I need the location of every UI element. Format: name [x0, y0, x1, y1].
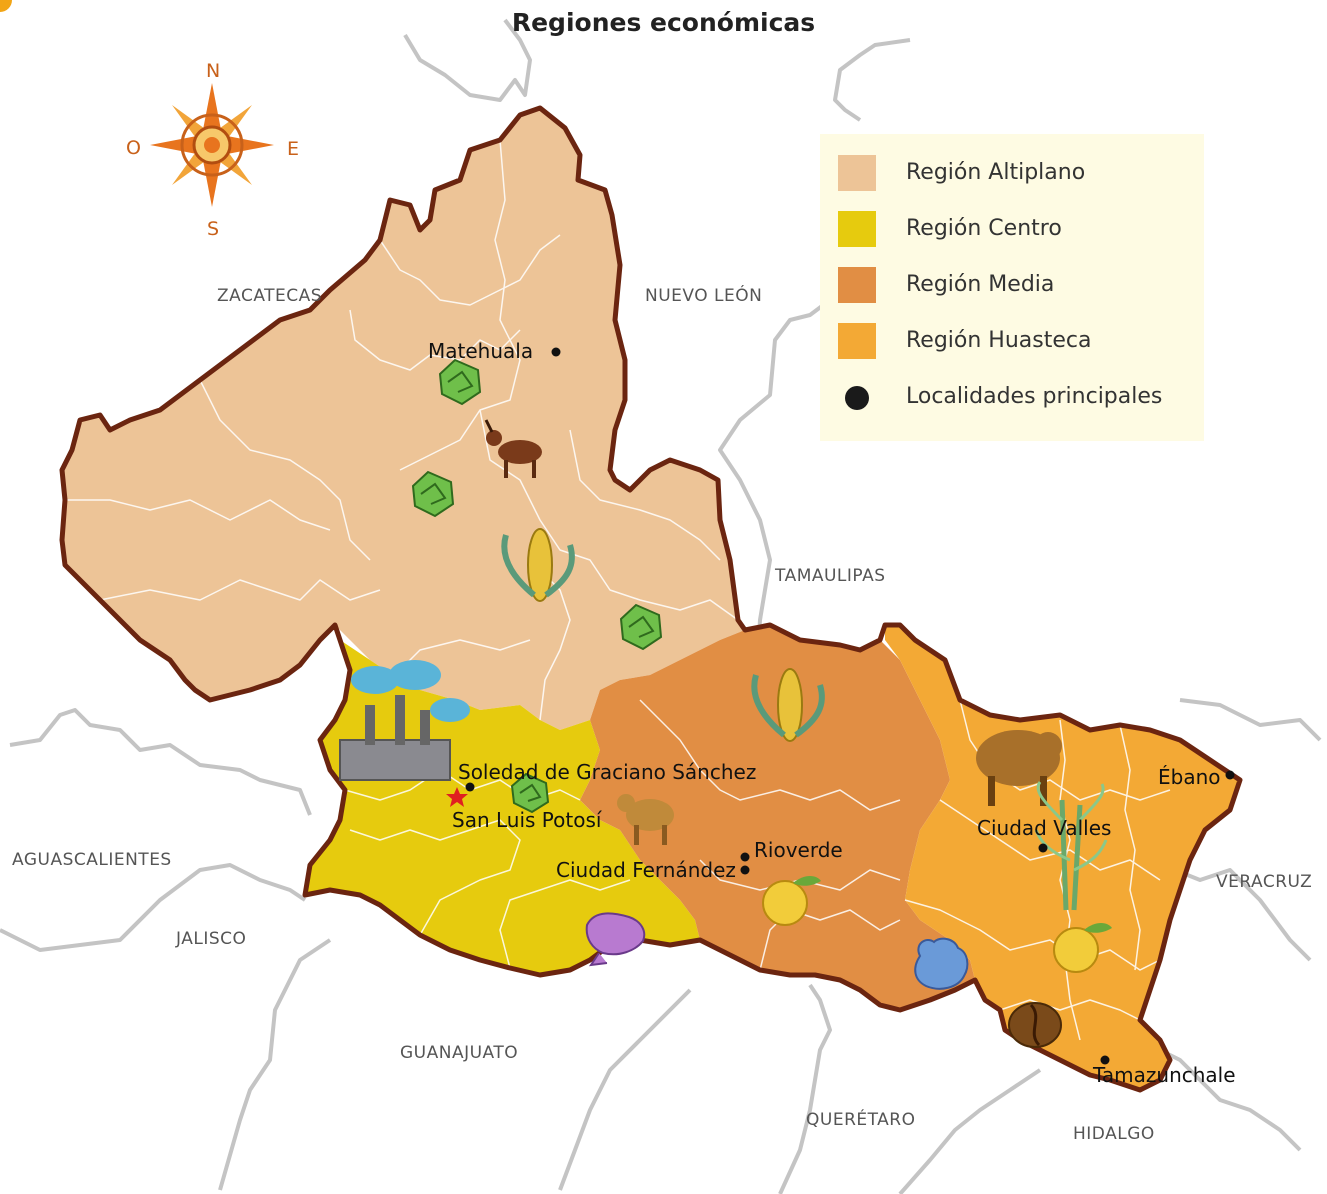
neighbor-state-borders: [0, 18, 1322, 1194]
legend-dot-icon: [845, 386, 869, 410]
mining-icon: [510, 772, 550, 814]
compass-west-label: O: [126, 137, 141, 159]
map-title: Regiones económicas: [511, 8, 816, 37]
legend-item-centro: Región Centro: [838, 209, 1198, 249]
mining-icon: [619, 603, 663, 651]
compass-east-label: E: [287, 138, 300, 160]
state-label-veracruz: VERACRUZ: [1216, 872, 1313, 892]
city-label-soledad: Soledad de Graciano Sánchez: [458, 760, 757, 784]
legend-item-altiplano: Región Altiplano: [838, 153, 1198, 193]
ciudad-valles-dot: [1038, 843, 1048, 853]
cattle-icon: [617, 794, 674, 845]
state-label-tamaulipas: TAMAULIPAS: [775, 566, 886, 586]
compass-north-label: N: [206, 60, 221, 82]
legend-swatch-media: [838, 267, 876, 303]
sugarcane-icon: [1034, 781, 1108, 911]
city-label-ciudad-valles: Ciudad Valles: [977, 816, 1112, 840]
handicraft-icon: [585, 912, 646, 967]
state-label-aguascalientes: AGUASCALIENTES: [12, 850, 172, 870]
legend-label: Región Huasteca: [906, 328, 1092, 353]
fruit-icon: [1053, 923, 1112, 973]
legend-swatch-huasteca: [838, 323, 876, 359]
soledad-dot: [465, 782, 475, 792]
state-label-guanajuato: GUANAJUATO: [400, 1043, 519, 1063]
matehuala-dot: [551, 347, 561, 357]
factory-icon: [339, 660, 470, 781]
mining-icon: [438, 358, 482, 406]
cattle-icon: [976, 730, 1062, 806]
map-legend: Región Altiplano Región Centro Región Me…: [820, 134, 1204, 441]
coffee-icon: [1008, 1002, 1062, 1048]
legend-label: Localidades principales: [906, 384, 1163, 409]
rioverde-dot: [740, 852, 750, 862]
legend-swatch-altiplano: [838, 155, 876, 191]
state-label-queretaro: QUERÉTARO: [806, 1110, 916, 1130]
city-label-tamazunchale: Tamazunchale: [1093, 1063, 1236, 1087]
region-media: [580, 625, 975, 1010]
legend-label: Región Centro: [906, 216, 1062, 241]
mining-icon: [411, 470, 455, 518]
legend-swatch-centro: [838, 211, 876, 247]
city-label-matehuala: Matehuala: [428, 339, 534, 363]
state-label-hidalgo: HIDALGO: [1073, 1124, 1155, 1144]
corn-icon: [501, 528, 575, 602]
compass-rose-icon: [150, 83, 274, 207]
legend-label: Región Media: [906, 272, 1055, 297]
ciudad-fernandez-dot: [740, 865, 750, 875]
city-label-san-luis-potosi: San Luis Potosí: [452, 808, 602, 832]
capital-star-icon: [446, 787, 468, 807]
legend-item-huasteca: Región Huasteca: [838, 321, 1198, 361]
city-label-rioverde: Rioverde: [754, 838, 843, 862]
ebano-dot: [1225, 770, 1235, 780]
legend-item-localidades: Localidades principales: [838, 377, 1198, 417]
goat-icon: [484, 419, 542, 478]
corn-icon: [751, 668, 825, 742]
region-altiplano: [62, 108, 745, 730]
legend-item-media: Región Media: [838, 265, 1198, 305]
state-label-nuevo-leon: NUEVO LEÓN: [645, 286, 763, 306]
pottery-icon: [914, 937, 969, 990]
city-label-ciudad-fernandez: Ciudad Fernández: [556, 858, 736, 882]
state-label-zacatecas: ZACATECAS: [217, 286, 323, 306]
legend-label: Región Altiplano: [906, 160, 1086, 185]
state-border: [59, 105, 1243, 1093]
city-markers: [465, 347, 1235, 1065]
compass-south-label: S: [207, 218, 220, 240]
fruit-icon: [762, 876, 821, 926]
tamazunchale-dot: [1100, 1055, 1110, 1065]
municipal-borders: [65, 139, 1171, 1041]
city-label-ebano: Ébano: [1158, 765, 1221, 789]
state-label-jalisco: JALISCO: [176, 929, 247, 949]
